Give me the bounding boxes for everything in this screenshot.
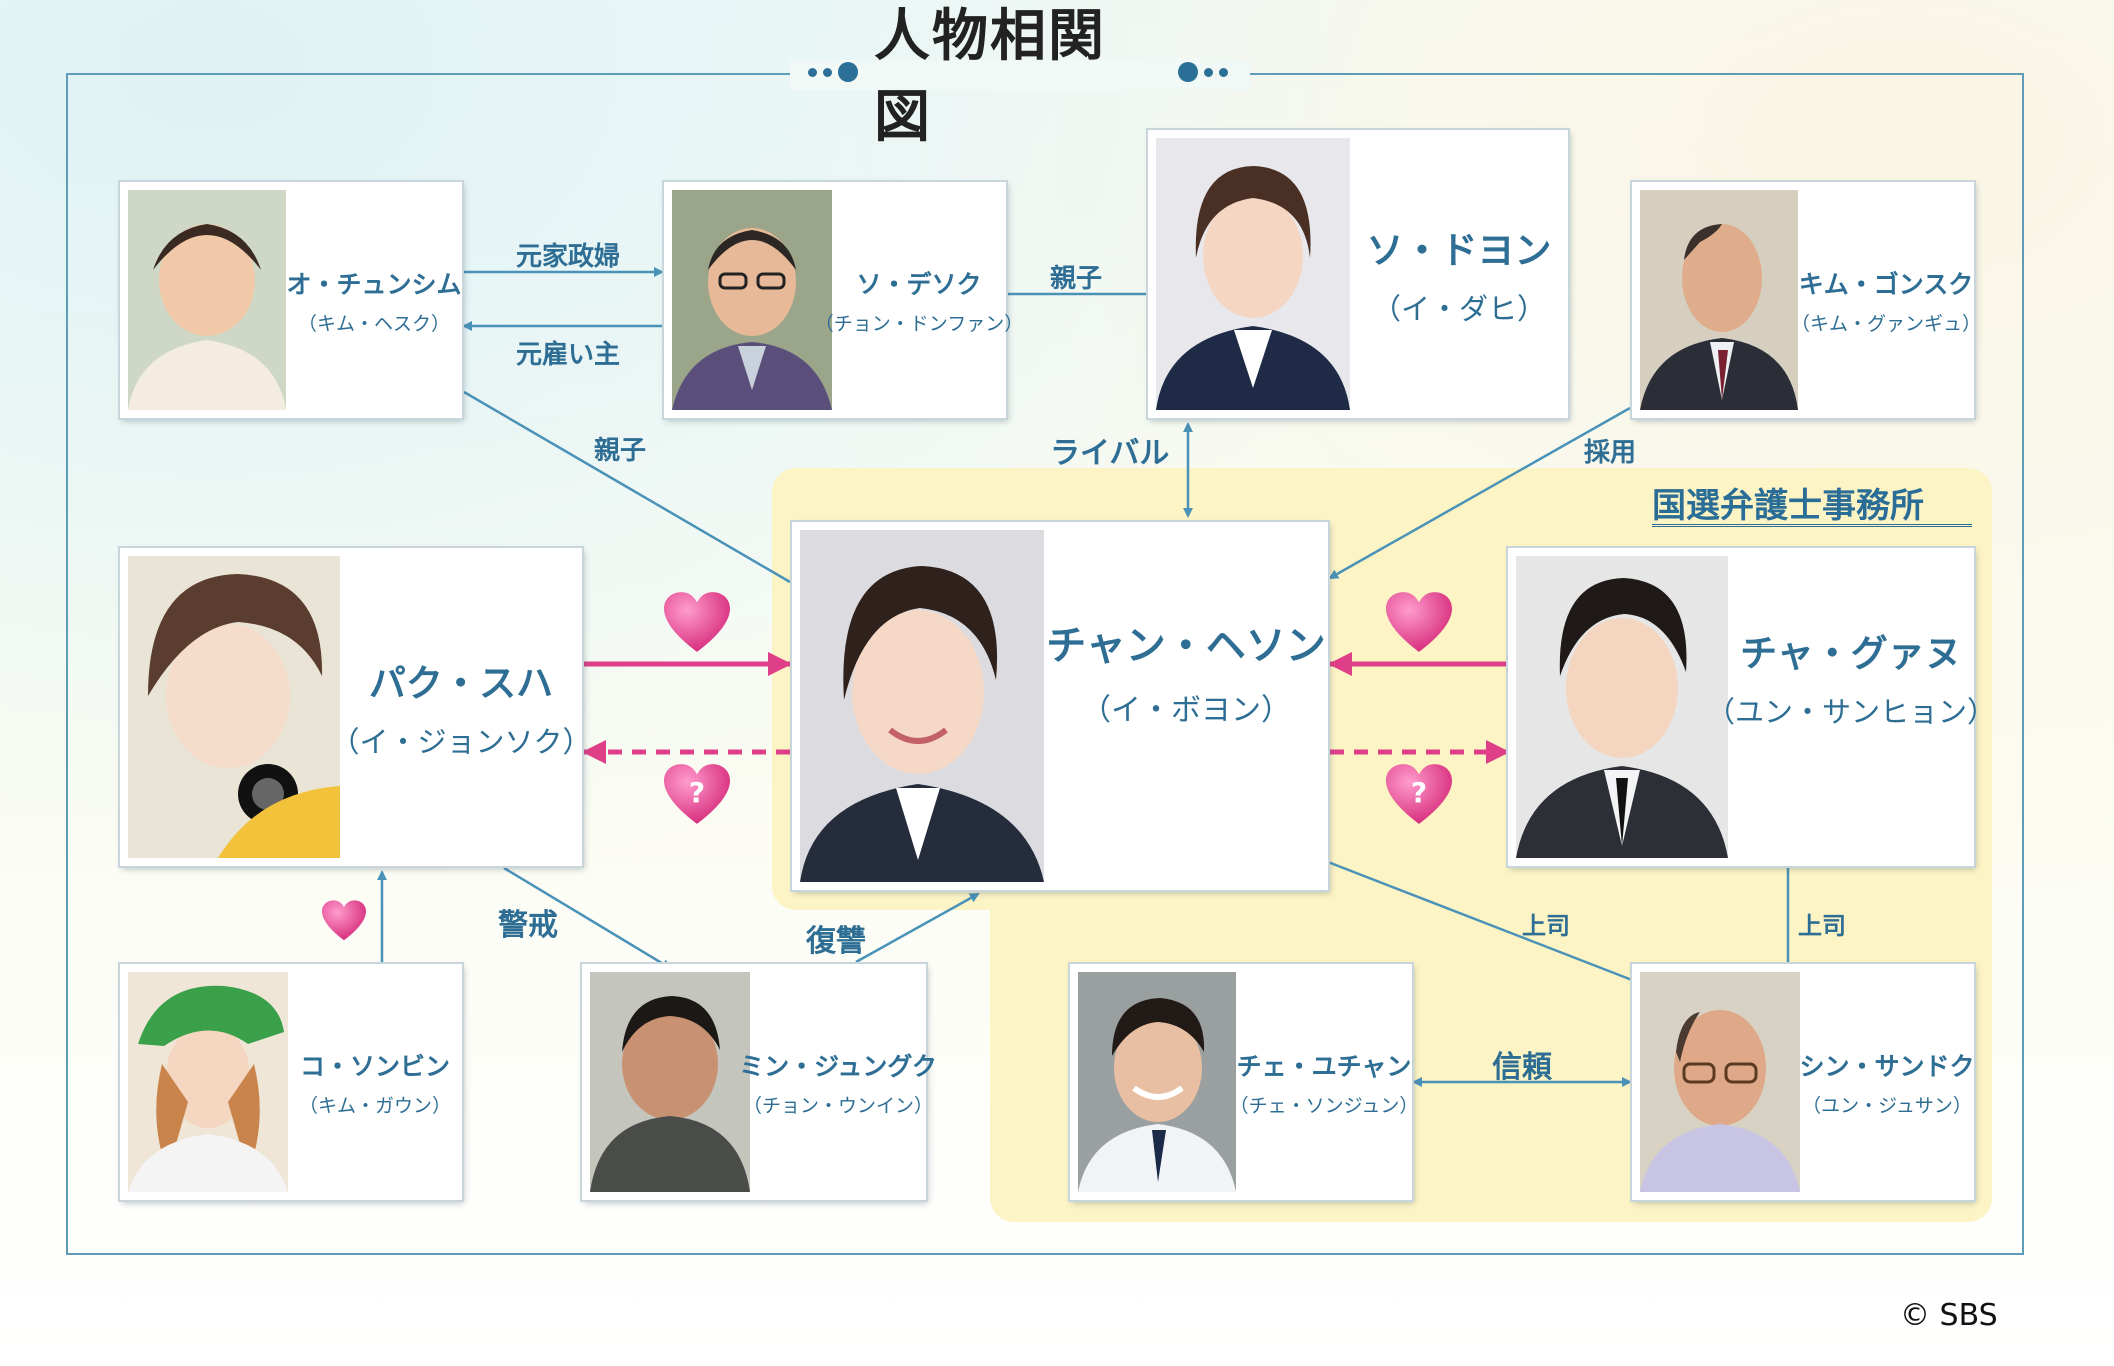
portrait-cha-gwanwoo <box>1516 556 1728 858</box>
info-oh-chunsim: オ・チュンシム （キム・ヘスク） <box>286 182 462 418</box>
character-name: キム・ゴンスク <box>1798 269 1974 299</box>
relation-label-boss-cha: 上司 <box>1798 912 1846 940</box>
character-name: シン・サンドク <box>1799 1051 1975 1081</box>
relation-label-hired: 採用 <box>1584 438 1637 468</box>
info-jang-hyesung: チャン・ヘソン （イ・ボヨン） <box>1044 522 1328 890</box>
title-block: 人物相関図 <box>808 3 1228 150</box>
actor-name: （イ・ダヒ） <box>1371 292 1546 326</box>
heart-icon <box>664 592 730 652</box>
relation-label-trust: 信頼 <box>1492 1050 1552 1085</box>
character-name: コ・ソンビン <box>299 1051 450 1081</box>
actor-name: （キム・ヘスク） <box>297 312 450 335</box>
card-choi-yuchan: チェ・ユチャン （チェ・ソンジュン） <box>1070 964 1419 1200</box>
relation-label-employer: 元雇い主 <box>516 340 621 370</box>
card-park-suha: パク・スハ （イ・ジョンソク） <box>120 548 592 866</box>
info-cha-gwanwoo: チャ・グァヌ （ユン・サンヒョン） <box>1706 548 1996 866</box>
dot <box>1204 67 1213 77</box>
character-name: パク・スハ <box>368 662 554 705</box>
info-choi-yuchan: チェ・ユチャン （チェ・ソンジュン） <box>1230 964 1419 1200</box>
character-name: チャン・ヘソン <box>1046 623 1326 669</box>
info-go-sungbin: コ・ソンビン （キム・ガウン） <box>288 964 462 1200</box>
line-hired <box>1328 406 1631 580</box>
relation-label-housekeeper: 元家政婦 <box>516 242 621 272</box>
page-title: 人物相関図 <box>874 3 1106 150</box>
portrait-park-suha <box>128 556 340 858</box>
title-ornament-left <box>808 62 858 82</box>
character-name: チェ・ユチャン <box>1236 1051 1412 1081</box>
line-boss-jang <box>1327 860 1633 982</box>
info-min-junguk: ミン・ジュングク （チョン・ウンイン） <box>739 964 937 1200</box>
dot <box>1178 62 1198 82</box>
relation-label-revenge: 復讐 <box>806 924 866 959</box>
portrait-go-sungbin <box>128 972 288 1192</box>
actor-name: （イ・ボヨン） <box>1081 693 1291 728</box>
portrait-kim-gonsuk <box>1640 190 1798 410</box>
character-name: ソ・ドヨン <box>1366 229 1552 272</box>
portrait-seo-daeseok <box>672 190 832 410</box>
actor-name: （キム・グァンギュ） <box>1791 312 1982 335</box>
actor-name: （キム・ガウン） <box>298 1094 451 1117</box>
info-park-suha: パク・スハ （イ・ジョンソク） <box>331 548 592 866</box>
actor-name: （チョン・ドンファン） <box>814 312 1024 335</box>
card-seo-doyeon: ソ・ドヨン （イ・ダヒ） <box>1148 130 1568 418</box>
card-go-sungbin: コ・ソンビン （キム・ガウン） <box>120 964 462 1200</box>
actor-name: （イ・ジョンソク） <box>330 725 592 759</box>
relation-label-boss-jang: 上司 <box>1522 912 1570 940</box>
question-mark: ? <box>1411 776 1427 809</box>
actor-name: （チェ・ソンジュン） <box>1229 1094 1419 1117</box>
actor-name: （ユン・サンヒョン） <box>1706 695 1997 729</box>
dot <box>808 67 817 77</box>
portrait-shin-sangdeok <box>1640 972 1800 1192</box>
actor-name: （チョン・ウンイン） <box>743 1094 934 1117</box>
card-shin-sangdeok: シン・サンドク （ユン・ジュサン） <box>1632 964 1975 1200</box>
portrait-min-junguk <box>590 972 750 1192</box>
copyright: © SBS <box>1900 1298 1998 1333</box>
portrait-seo-doyeon <box>1156 138 1350 410</box>
character-name: オ・チュンシム <box>286 269 462 299</box>
character-name: ミン・ジュングク <box>739 1051 937 1081</box>
dot <box>823 67 832 77</box>
info-shin-sangdeok: シン・サンドク （ユン・ジュサン） <box>1799 964 1975 1200</box>
card-seo-daeseok: ソ・デソク （チョン・ドンファン） <box>664 182 1023 418</box>
relation-label-parent-seo: 親子 <box>1050 264 1103 294</box>
heart-icon <box>1386 592 1452 652</box>
office-label: 国選弁護士事務所 <box>1652 486 1924 526</box>
card-jang-hyesung: チャン・ヘソン （イ・ボヨン） <box>792 522 1328 890</box>
title-ornament-right <box>1178 62 1228 82</box>
character-name: ソ・デソク <box>856 269 982 299</box>
character-name: チャ・グァヌ <box>1740 632 1962 675</box>
actor-name: （ユン・ジュサン） <box>1802 1094 1972 1117</box>
info-kim-gonsuk: キム・ゴンスク （キム・グァンギュ） <box>1791 182 1981 418</box>
info-seo-doyeon: ソ・ドヨン （イ・ダヒ） <box>1350 130 1568 418</box>
card-kim-gonsuk: キム・ゴンスク （キム・グァンギュ） <box>1632 182 1981 418</box>
card-oh-chunsim: オ・チュンシム （キム・ヘスク） <box>120 182 462 418</box>
heart-icon <box>322 900 366 941</box>
relation-label-parent-oh: 親子 <box>594 436 647 466</box>
dot <box>1219 67 1228 77</box>
office-label-underline <box>1652 524 1972 527</box>
card-cha-gwanwoo: チャ・グァヌ （ユン・サンヒョン） <box>1508 548 1996 866</box>
relation-label-rival: ライバル <box>1050 436 1170 471</box>
portrait-choi-yuchan <box>1078 972 1236 1192</box>
dot <box>838 62 858 82</box>
line-caution <box>503 866 672 970</box>
card-min-junguk: ミン・ジュングク （チョン・ウンイン） <box>582 964 937 1200</box>
info-seo-daeseok: ソ・デソク （チョン・ドンファン） <box>815 182 1023 418</box>
title-backdrop <box>790 60 1250 90</box>
question-mark: ? <box>689 776 705 809</box>
portrait-oh-chunsim <box>128 190 286 410</box>
line-revenge <box>855 892 980 964</box>
line-parent-oh <box>463 390 791 584</box>
portrait-jang-hyesung <box>800 530 1044 882</box>
relation-label-caution: 警戒 <box>498 908 558 943</box>
